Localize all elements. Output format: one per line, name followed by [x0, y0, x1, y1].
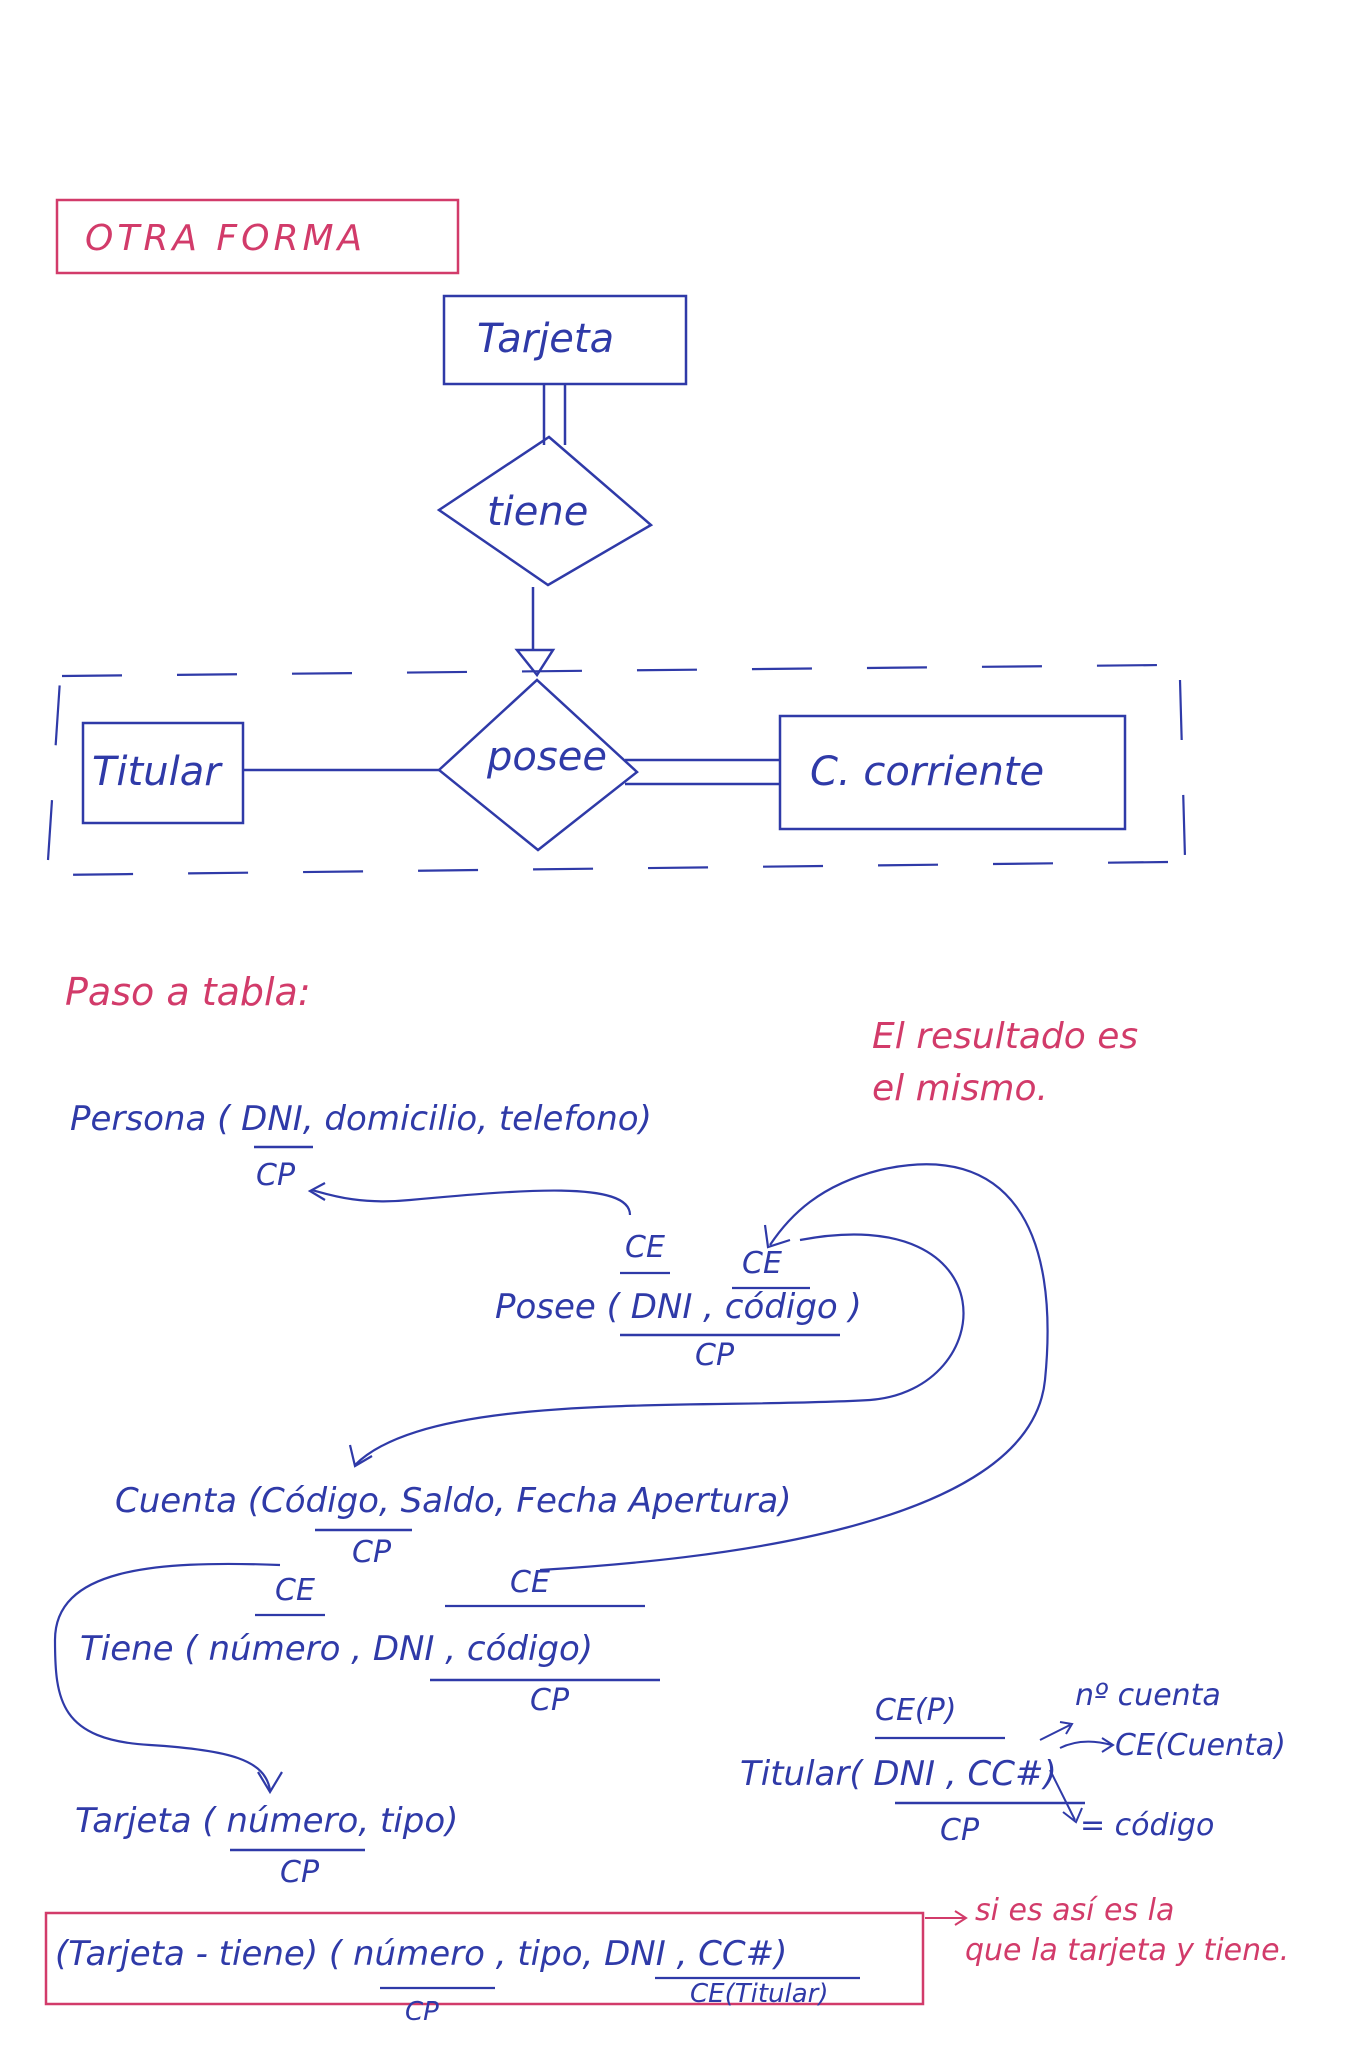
table-final: (Tarjeta - tiene) ( número , tipo, DNI ,…	[55, 1934, 787, 1974]
tiene-fk2: CE	[510, 1565, 550, 1600]
final-note-1: si es así es la	[975, 1893, 1174, 1928]
final-note-arrow	[925, 1910, 968, 1926]
entity-titular	[81, 721, 245, 825]
titular-ann-1: nº cuenta	[1075, 1678, 1221, 1713]
entity-tarjeta-label: Tarjeta	[477, 316, 614, 362]
arrow-tiene-to-tarjeta	[53, 1562, 281, 1791]
arrow-tip-tarjeta	[257, 1771, 283, 1795]
arrow-tip-persona	[307, 1182, 326, 1201]
relation-posee	[437, 678, 639, 852]
tarjeta-pk: CP	[280, 1855, 320, 1890]
tiene-pk: CP	[530, 1683, 570, 1718]
final-pk: CP	[405, 1997, 439, 2027]
arrow-tiene-to-titular	[539, 1163, 1049, 1572]
relation-posee-label: posee	[486, 734, 607, 780]
table-cuenta: Cuenta (Código, Saldo, Fecha Apertura)	[115, 1481, 791, 1521]
note-line-1: El resultado es	[872, 1016, 1138, 1057]
entity-c-corriente-label: C. corriente	[810, 749, 1044, 795]
titular-ann-arrow-2	[1059, 1737, 1115, 1753]
entity-c-corriente	[778, 714, 1127, 831]
posee-fk2: CE	[742, 1246, 782, 1281]
titular-fk: CE(P)	[875, 1693, 956, 1728]
posee-fk1: CE	[625, 1230, 665, 1265]
arrow-posee-to-cuenta	[354, 1233, 965, 1466]
final-box	[44, 1911, 925, 2006]
arrow-tip-titular	[763, 1224, 791, 1249]
cuenta-pk: CP	[352, 1535, 392, 1570]
relation-tiene-label: tiene	[487, 489, 588, 535]
tiene-fk1: CE	[275, 1573, 315, 1608]
titular-pk: CP	[940, 1813, 980, 1848]
relation-tiene	[436, 435, 654, 587]
title-text: OTRA FORMA	[85, 218, 366, 259]
final-fk: CE(Titular)	[690, 1979, 829, 2009]
arrow-tip-cuenta	[348, 1444, 373, 1468]
posee-pk: CP	[695, 1338, 735, 1373]
table-tarjeta: Tarjeta ( número, tipo)	[75, 1801, 458, 1841]
note-line-2: el mismo.	[872, 1068, 1048, 1109]
table-tiene: Tiene ( número , DNI , código)	[80, 1629, 593, 1669]
table-posee: Posee ( DNI , código )	[495, 1287, 862, 1327]
titular-ann-arrow-1	[1039, 1721, 1074, 1741]
section-label: Paso a tabla:	[65, 970, 311, 1014]
persona-pk: CP	[256, 1158, 296, 1193]
arrow-posee-to-persona	[311, 1188, 632, 1216]
arrow-head	[514, 648, 556, 678]
table-persona: Persona ( DNI, domicilio, telefono)	[70, 1099, 652, 1139]
final-note-2: que la tarjeta y tiene.	[965, 1933, 1289, 1968]
titular-ann-3: = código	[1080, 1808, 1214, 1843]
title-box	[55, 198, 460, 275]
entity-titular-label: Titular	[92, 749, 223, 795]
table-titular: Titular( DNI , CC#)	[740, 1754, 1057, 1794]
titular-ann-arrow-3	[1049, 1769, 1083, 1824]
titular-ann-2: CE(Cuenta)	[1115, 1728, 1286, 1763]
